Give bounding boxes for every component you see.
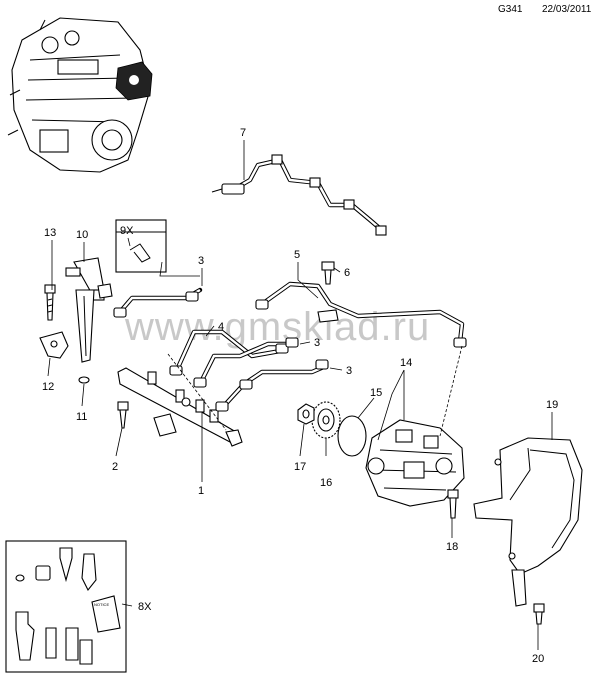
watermark: www.gmsklad.ru <box>124 305 430 349</box>
callout-18: 18 <box>446 541 458 553</box>
callout-14: 14 <box>400 357 412 369</box>
callout-13: 13 <box>44 227 56 239</box>
callout-3-mid: 3 <box>314 337 320 349</box>
leader-lines <box>47 140 553 650</box>
pipe-clip-bolt <box>321 261 335 285</box>
pump-o-ring <box>337 415 367 457</box>
engine-thumbnail <box>7 17 153 173</box>
pump-gear <box>311 401 341 439</box>
callout-16: 16 <box>320 477 332 489</box>
diagram-date: 22/03/2011 <box>542 4 592 15</box>
callout-12: 12 <box>42 381 54 393</box>
callout-8x: 8X <box>138 601 152 613</box>
gear-nut <box>297 403 315 425</box>
diagram-code: G341 <box>498 4 523 15</box>
injector-pipes <box>113 287 329 412</box>
callout-5: 5 <box>294 249 300 261</box>
callout-3-low: 3 <box>346 365 352 377</box>
injector-washer <box>78 376 90 384</box>
callout-11: 11 <box>76 411 87 423</box>
callout-numbers: 7 13 10 9X 3 5 6 4 3 3 14 15 12 11 2 1 1… <box>42 127 558 665</box>
callout-10: 10 <box>76 229 88 241</box>
callout-17: 17 <box>294 461 306 473</box>
kit-notice-label: NOTICE <box>94 602 109 607</box>
heat-shield-bolt <box>533 603 545 625</box>
seal-kit-box <box>115 219 167 273</box>
callout-6: 6 <box>344 267 350 279</box>
callout-1: 1 <box>198 485 204 497</box>
injector <box>65 257 113 363</box>
pump-bolt <box>447 489 459 519</box>
callout-15: 15 <box>370 387 382 399</box>
callout-19: 19 <box>546 399 558 411</box>
callout-3-top: 3 <box>198 255 204 267</box>
high-pressure-pump <box>365 419 465 507</box>
leak-off-pipe <box>211 154 387 236</box>
fuel-rail <box>117 367 243 447</box>
feed-pipe <box>255 281 467 348</box>
callout-9x: 9X <box>120 225 134 237</box>
callout-20: 20 <box>532 653 544 665</box>
callout-7: 7 <box>240 127 246 139</box>
pump-heat-shield <box>473 437 583 607</box>
callout-4: 4 <box>218 321 224 333</box>
injector-bolt <box>44 284 56 321</box>
rail-bolt <box>117 401 129 429</box>
fitting-kit-box: NOTICE <box>5 540 127 673</box>
callout-2: 2 <box>112 461 118 473</box>
